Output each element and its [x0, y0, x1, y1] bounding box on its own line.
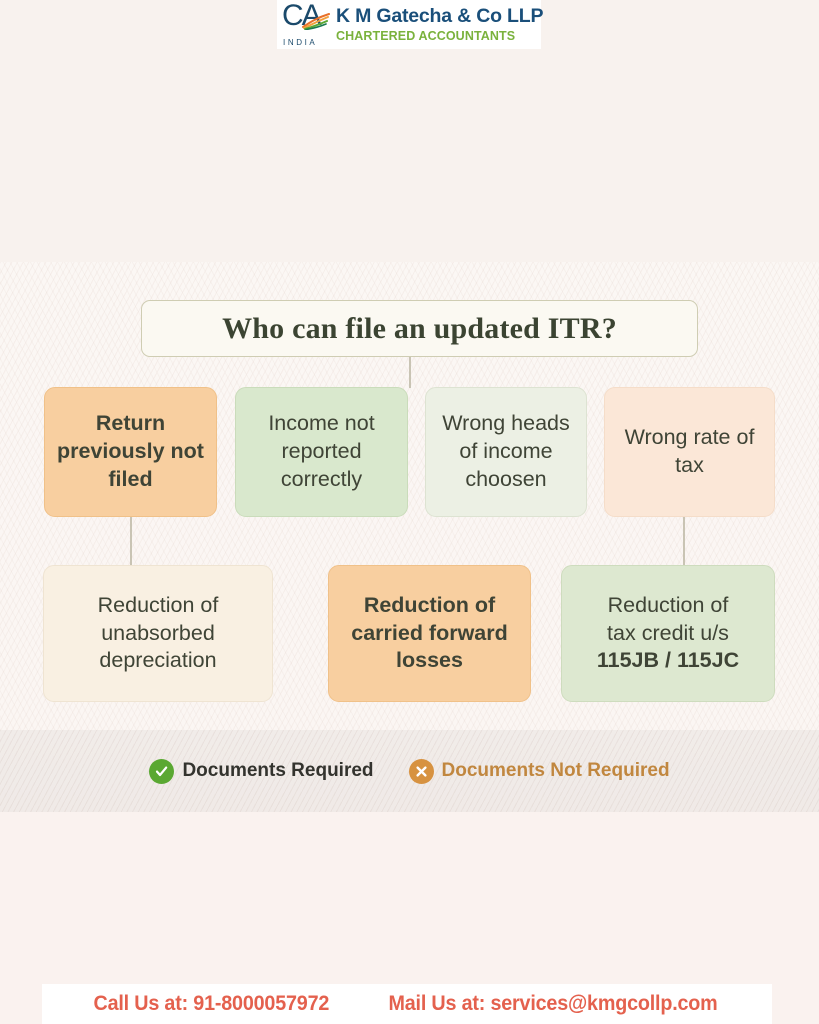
check-circle-icon	[149, 758, 175, 784]
legend-item-documents-required: Documents Required	[149, 758, 374, 784]
firm-tagline: CHARTERED ACCOUNTANTS	[336, 28, 516, 43]
flow-box-label: Reduction of unabsorbed depreciation	[97, 592, 219, 673]
flow-box-label-multiline: Reduction of tax credit u/s 115JB / 115J…	[597, 592, 739, 676]
ca-india-logo-icon: CA INDIA	[281, 0, 331, 48]
footer-mail-label[interactable]: Mail Us at: services@kmgcollp.com	[388, 992, 718, 1015]
cross-circle-icon	[408, 758, 434, 784]
flow-box-return-not-filed[interactable]: Return previously not filed	[44, 387, 217, 517]
flow-box-income-not-reported[interactable]: Income not reported correctly	[235, 387, 408, 517]
contact-footer: Call Us at: 91-8000057972 Mail Us at: se…	[42, 984, 772, 1024]
flow-box-label-line1: Reduction of	[607, 592, 729, 617]
logo-india-label: INDIA	[283, 37, 318, 47]
footer-call-label[interactable]: Call Us at: 91-8000057972	[93, 992, 329, 1015]
flow-box-label-line2: tax credit u/s	[607, 620, 729, 645]
flow-box-label-line3: 115JB / 115JC	[596, 648, 740, 673]
flow-box-reduction-carried-forward-losses[interactable]: Reduction of carried forward losses	[328, 565, 531, 702]
legend-label: Documents Required	[182, 760, 374, 781]
flow-box-reduction-unabsorbed-depreciation[interactable]: Reduction of unabsorbed depreciation	[43, 565, 273, 702]
firm-name: K M Gatecha & Co LLP	[336, 5, 544, 27]
page-title: Who can file an updated ITR?	[222, 311, 617, 345]
legend-item-documents-not-required: Documents Not Required	[408, 758, 670, 784]
page-title-box: Who can file an updated ITR?	[141, 300, 698, 357]
flow-box-reduction-tax-credit[interactable]: Reduction of tax credit u/s 115JB / 115J…	[561, 565, 775, 702]
connector-box1-to-box5	[130, 517, 132, 566]
flow-box-wrong-heads-of-income[interactable]: Wrong heads of income choosen	[425, 387, 587, 517]
logo-swoosh-icon	[302, 12, 330, 30]
flow-box-label: Income not reported correctly	[268, 411, 375, 491]
legend-label: Documents Not Required	[441, 760, 670, 781]
flow-box-label: Wrong rate of tax	[624, 425, 755, 477]
flow-box-label: Wrong heads of income choosen	[442, 411, 570, 491]
flow-box-wrong-rate-of-tax[interactable]: Wrong rate of tax	[604, 387, 775, 517]
flow-box-label: Reduction of carried forward losses	[351, 592, 508, 673]
connector-title-to-row1	[409, 357, 411, 388]
flow-box-label: Return previously not filed	[57, 411, 204, 491]
brand-logo-header: CA INDIA K M Gatecha & Co LLP CHARTERED …	[277, 0, 544, 49]
legend: Documents Required Documents Not Require…	[0, 730, 819, 812]
brand-text-block: K M Gatecha & Co LLP CHARTERED ACCOUNTAN…	[336, 5, 544, 43]
connector-box4-to-box7	[683, 517, 685, 566]
